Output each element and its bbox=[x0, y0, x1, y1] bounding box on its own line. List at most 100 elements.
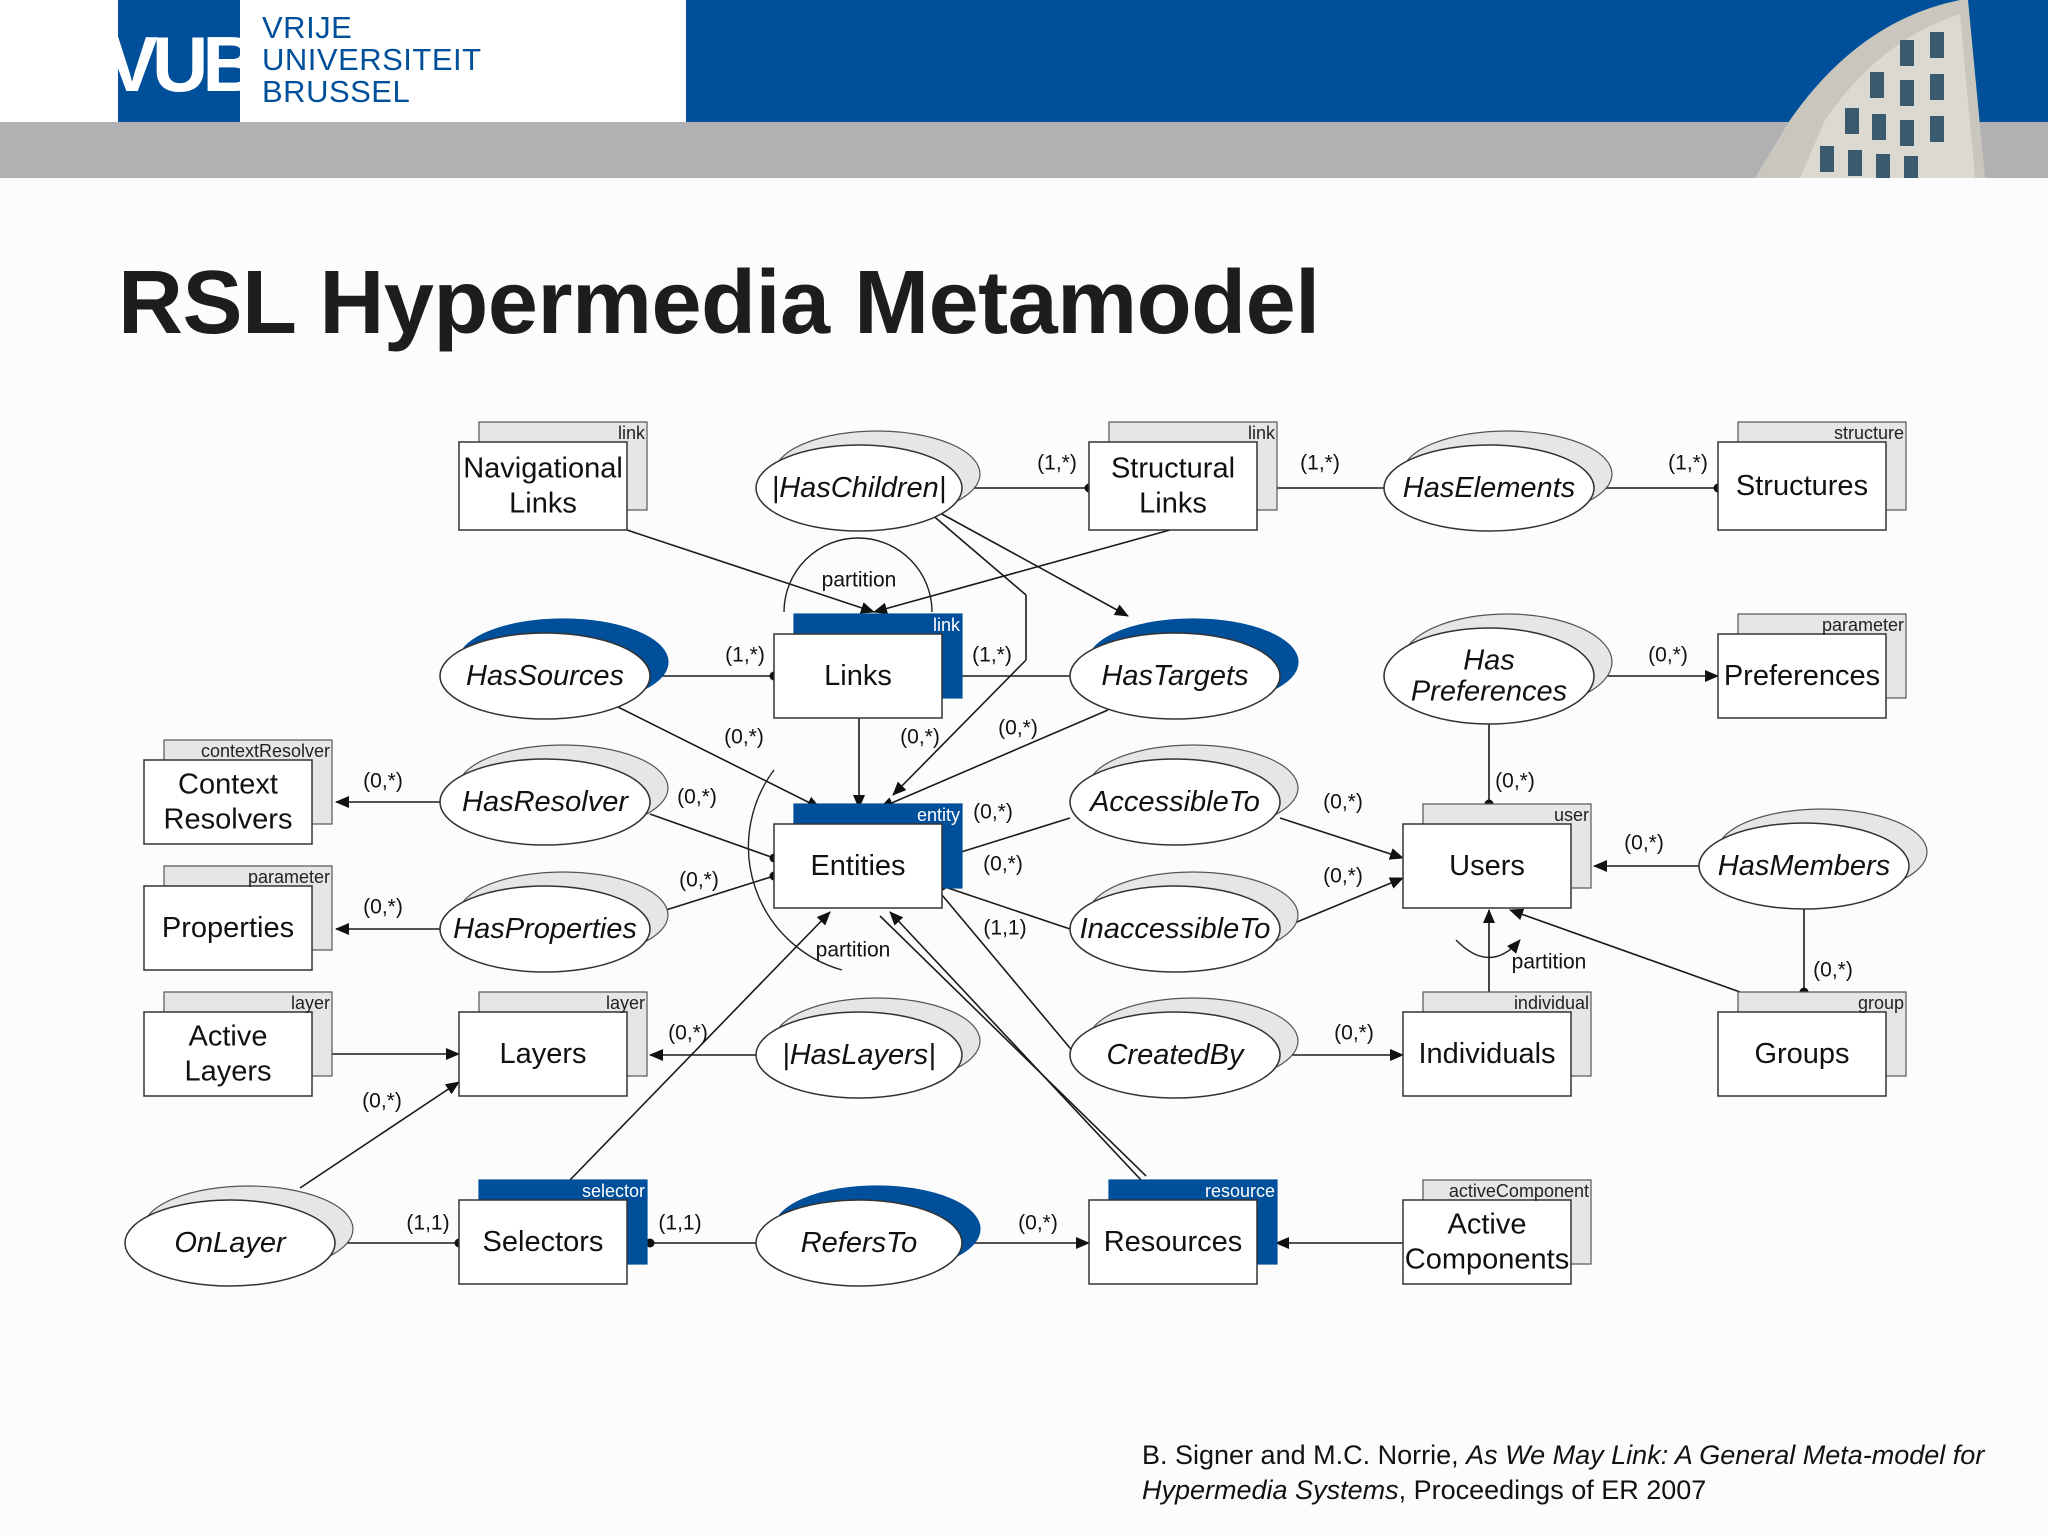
entity-label: Links bbox=[509, 488, 577, 520]
relationship-edge bbox=[879, 709, 1109, 809]
cardinality-label: (0,*) bbox=[362, 1090, 402, 1113]
relation-has-members: HasMembers bbox=[1698, 808, 1928, 910]
cardinality-label: (1,*) bbox=[1037, 452, 1077, 475]
relation-label: Preferences bbox=[1411, 676, 1567, 708]
relationship-edge bbox=[626, 529, 875, 614]
relation-label: OnLayer bbox=[174, 1227, 287, 1259]
entity-box bbox=[1402, 823, 1572, 909]
entity-box bbox=[1717, 1011, 1887, 1097]
relationship-edge bbox=[873, 529, 1171, 615]
cardinality-label: (0,*) bbox=[668, 1022, 708, 1045]
relationship-edge bbox=[299, 1081, 460, 1189]
relation-has-targets: HasTargets bbox=[1069, 618, 1299, 720]
relation-label: InaccessibleTo bbox=[1080, 913, 1271, 945]
relation-inaccessible-to: InaccessibleTo bbox=[1069, 871, 1299, 973]
relationship-edge bbox=[892, 659, 1027, 796]
entity-label: Selectors bbox=[483, 1226, 604, 1258]
relation-ellipse bbox=[1383, 444, 1595, 532]
relation-label: HasResolver bbox=[462, 786, 629, 818]
entity-type-tag: structure bbox=[1834, 423, 1904, 443]
entity-label: Structural bbox=[1111, 453, 1235, 485]
relation-created-by: CreatedBy bbox=[1069, 997, 1299, 1099]
cardinality-label: (1,1) bbox=[406, 1212, 449, 1235]
relation-has-elements: HasElements bbox=[1383, 430, 1613, 532]
cardinality-label: (0,*) bbox=[363, 896, 403, 919]
relationship-edge bbox=[889, 911, 1142, 1181]
university-name-line: UNIVERSITEIT bbox=[262, 42, 482, 77]
relationship-edge bbox=[613, 704, 821, 809]
relation-label: HasSources bbox=[466, 660, 624, 692]
cardinality-label: (0,*) bbox=[1323, 865, 1363, 888]
entity-type-tag: resource bbox=[1205, 1181, 1275, 1201]
entity-label: Links bbox=[824, 660, 892, 692]
relation-label: HasProperties bbox=[453, 913, 637, 945]
cardinality-label: (0,*) bbox=[900, 726, 940, 749]
cardinality-label: (0,*) bbox=[677, 786, 717, 809]
relation-label: HasTargets bbox=[1101, 660, 1248, 692]
cardinality-dot bbox=[645, 1238, 655, 1248]
entity-label: Preferences bbox=[1724, 660, 1880, 692]
university-name: VRIJE UNIVERSITEIT BRUSSEL bbox=[262, 12, 482, 108]
entity-type-tag: group bbox=[1858, 993, 1904, 1013]
entity-label: Layers bbox=[499, 1038, 586, 1070]
entity-label: Active bbox=[1448, 1209, 1527, 1241]
entity-box bbox=[1717, 441, 1887, 531]
entity-label: Links bbox=[1139, 488, 1207, 520]
citation-authors: B. Signer and M.C. Norrie, bbox=[1142, 1440, 1467, 1470]
entity-label: Active bbox=[189, 1021, 268, 1053]
entity-type-tag: layer bbox=[606, 993, 645, 1013]
relationship-edge bbox=[941, 817, 1071, 859]
entity-label: Navigational bbox=[463, 453, 623, 485]
entity-label: Groups bbox=[1754, 1038, 1849, 1070]
relationship-edge bbox=[1509, 908, 1741, 993]
entity-type-tag: selector bbox=[582, 1181, 645, 1201]
relationship-edge bbox=[941, 894, 1081, 1061]
entity-box bbox=[1402, 1011, 1572, 1097]
relation-has-children: |HasChildren| bbox=[755, 430, 981, 532]
entity-box bbox=[458, 1011, 628, 1097]
logo-background bbox=[118, 0, 240, 122]
cardinality-label: (1,*) bbox=[725, 644, 765, 667]
entity-label: Resolvers bbox=[164, 804, 293, 836]
entity-box bbox=[143, 1011, 313, 1097]
relation-label: |HasChildren| bbox=[772, 472, 947, 504]
relation-has-resolver: HasResolver bbox=[439, 744, 669, 846]
building-illustration bbox=[1755, 0, 1985, 178]
relation-label: RefersTo bbox=[801, 1227, 918, 1259]
relationship-edge bbox=[1279, 817, 1404, 860]
entity-label: Properties bbox=[162, 912, 294, 944]
relation-ellipse bbox=[1069, 885, 1281, 973]
entity-box bbox=[458, 441, 628, 531]
header-grey-band bbox=[0, 122, 2048, 178]
relation-ellipse bbox=[439, 632, 651, 720]
entity-label: Users bbox=[1449, 850, 1525, 882]
relation-label: AccessibleTo bbox=[1088, 786, 1260, 818]
cardinality-label: (1,1) bbox=[983, 917, 1026, 940]
citation-paper-title: As We May Link: A General Meta-model for… bbox=[1142, 1440, 1985, 1505]
page-title: RSL Hypermedia Metamodel bbox=[118, 253, 1320, 353]
vub-logo-mark: VUB bbox=[106, 20, 259, 108]
cardinality-label: (0,*) bbox=[1323, 791, 1363, 814]
citation-venue: , Proceedings of ER 2007 bbox=[1398, 1475, 1707, 1505]
partition-label: partition bbox=[822, 569, 897, 592]
relation-label: |HasLayers| bbox=[782, 1039, 936, 1071]
cardinality-label: (0,*) bbox=[1334, 1022, 1374, 1045]
relation-ellipse bbox=[1069, 632, 1281, 720]
entity-label: Structures bbox=[1736, 470, 1868, 502]
entity-label: Resources bbox=[1104, 1226, 1243, 1258]
entity-label: Context bbox=[178, 769, 278, 801]
relation-ellipse bbox=[439, 758, 651, 846]
relation-has-sources: HasSources bbox=[439, 618, 669, 720]
cardinality-label: (1,*) bbox=[1668, 452, 1708, 475]
partition-arc bbox=[783, 537, 933, 613]
cardinality-label: (0,*) bbox=[973, 801, 1013, 824]
